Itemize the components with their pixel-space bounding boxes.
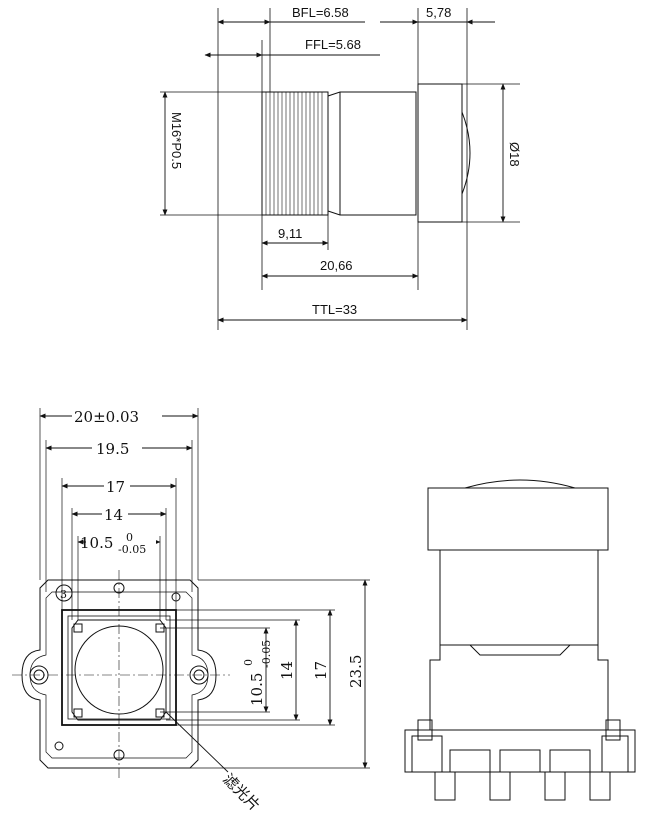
thread-label: M16*P0.5 xyxy=(169,112,184,169)
lens-side-view xyxy=(261,83,471,223)
extension-lines-top xyxy=(160,8,520,330)
front-glass xyxy=(461,111,471,195)
connector-3 xyxy=(544,771,566,801)
thread-lines xyxy=(265,92,323,215)
ttl-label: TTL=33 xyxy=(312,302,357,317)
height-10-5-label: 10.5 xyxy=(248,673,266,706)
width-tol-upper: 0 xyxy=(126,531,133,544)
assembly-lens-cap xyxy=(427,487,609,551)
component-1 xyxy=(449,749,491,773)
d2-label: 20,66 xyxy=(320,258,353,273)
width-20-label: 20±0.03 xyxy=(74,408,139,426)
front-length-label: 5,78 xyxy=(426,5,451,20)
diameter-label: Ø18 xyxy=(507,142,522,167)
height-17-label: 17 xyxy=(312,661,330,680)
component-3 xyxy=(549,749,591,773)
component-2 xyxy=(499,749,541,773)
mount-hole-right xyxy=(189,665,209,685)
width-17-label: 17 xyxy=(106,478,125,496)
height-23-5-label: 23.5 xyxy=(347,655,365,688)
assembly-holder xyxy=(429,644,609,731)
assembly-dome xyxy=(464,479,576,489)
d1-label: 9,11 xyxy=(278,226,302,241)
filter-leader xyxy=(165,711,229,773)
holder-top-view xyxy=(12,570,230,780)
assembly-barrel xyxy=(439,549,599,646)
assembly-side-view xyxy=(404,479,636,801)
lens-barrel xyxy=(327,91,417,216)
connector-4 xyxy=(589,771,611,801)
height-tol-upper: 0 xyxy=(242,659,255,666)
extension-lines-holder xyxy=(39,408,370,769)
front-cap xyxy=(417,83,463,223)
connector-1 xyxy=(434,771,456,801)
connector-2 xyxy=(489,771,511,801)
width-tol-lower: -0.05 xyxy=(118,543,146,556)
width-14-label: 14 xyxy=(104,506,123,524)
bfl-label: BFL=6.58 xyxy=(292,5,349,20)
height-14-label: 14 xyxy=(278,661,296,680)
width-10-5-label: 10.5 xyxy=(80,534,113,552)
callout-number: 3 xyxy=(60,588,67,601)
ffl-label: FFL=5.68 xyxy=(305,37,361,52)
height-tol-lower: -0.05 xyxy=(260,640,273,668)
filter-outline xyxy=(71,619,167,721)
filter-label: 滤光片 xyxy=(219,770,264,815)
pin-bottom-left xyxy=(54,741,64,751)
width-19-5-label: 19.5 xyxy=(96,440,129,458)
